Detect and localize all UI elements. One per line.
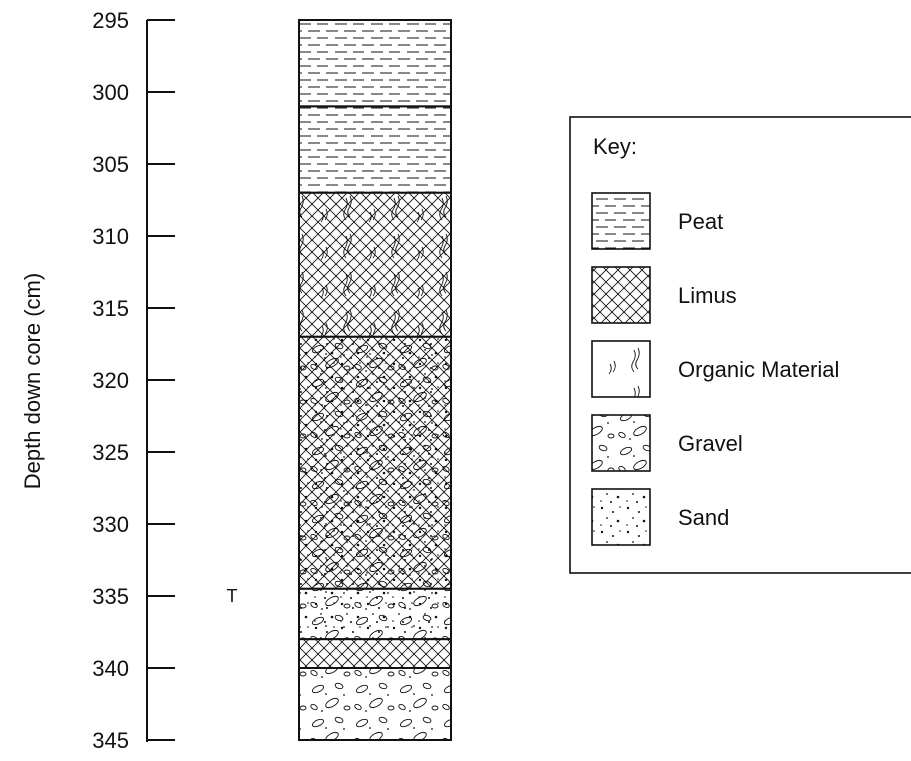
core-layer-peat: [298, 19, 452, 108]
depth-tick-label: 295: [92, 8, 129, 33]
depth-axis: 295 300 305 310 315 320 325 330 335 340 345 Depth …: [20, 8, 175, 753]
core-layer-peat: [298, 105, 452, 194]
legend-item-sand: Sand: [591, 488, 729, 546]
depth-tick-label: 325: [92, 440, 129, 465]
core-layer-limus: [298, 638, 452, 670]
depth-tick-label: 305: [92, 152, 129, 177]
limus-swatch: [592, 267, 650, 323]
organic-swatch: [592, 341, 650, 397]
depth-tick-label: 335: [92, 584, 129, 609]
depth-tick-label: 345: [92, 728, 129, 753]
gravel-swatch: [592, 415, 650, 471]
legend-label-organic: Organic Material: [678, 357, 839, 382]
depth-axis-title: Depth down core (cm): [20, 273, 45, 489]
depth-tick-label: 330: [92, 512, 129, 537]
legend-label-gravel: Gravel: [678, 431, 743, 456]
sediment-core-column: [298, 19, 452, 741]
legend-title: Key:: [593, 134, 637, 159]
peat-swatch: [592, 193, 650, 249]
legend-label-sand: Sand: [678, 505, 729, 530]
depth-tick-label: 315: [92, 296, 129, 321]
legend-item-limus: Limus: [591, 266, 737, 324]
core-layer-gravel: [298, 667, 452, 741]
legend-label-peat: Peat: [678, 209, 723, 234]
legend-label-limus: Limus: [678, 283, 737, 308]
core-marker-label: T: [227, 586, 238, 606]
core-layer-limus-gravel-sand: [298, 335, 452, 590]
depth-tick-label: 300: [92, 80, 129, 105]
legend-item-organic: Organic Material: [591, 340, 839, 398]
core-layer-gravel-sand: [298, 587, 452, 641]
sand-swatch: [592, 489, 650, 545]
depth-tick-label: 320: [92, 368, 129, 393]
legend-item-peat: Peat: [591, 192, 723, 250]
legend-item-gravel: Gravel: [591, 414, 743, 472]
depth-tick-label: 310: [92, 224, 129, 249]
depth-axis-ticks: 295 300 305 310 315 320 325 330 335 340 345: [92, 8, 175, 753]
depth-tick-label: 340: [92, 656, 129, 681]
core-layer-limus-organic: [298, 191, 452, 338]
legend-frame: [569, 116, 911, 574]
